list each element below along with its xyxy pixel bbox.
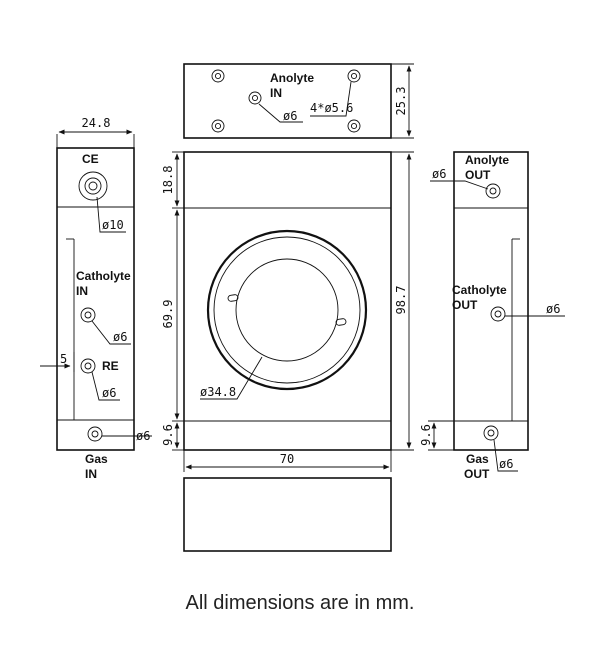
gas-in-port bbox=[87, 426, 103, 442]
catholyte-in-label-2: IN bbox=[76, 284, 88, 298]
bolt-hole-top-left bbox=[211, 69, 225, 83]
catholyte-out-label-1: Catholyte bbox=[452, 283, 507, 297]
ce-leader bbox=[96, 196, 126, 233]
bolt-hole-top-right bbox=[347, 69, 361, 83]
anolyte-in-port bbox=[248, 91, 262, 105]
offset-dim: 5 bbox=[60, 352, 67, 366]
bolt-leader bbox=[310, 81, 352, 117]
re-port bbox=[80, 358, 96, 374]
bottom-view-body bbox=[183, 477, 392, 552]
anolyte-out-port bbox=[485, 183, 501, 199]
catholyte-in-callout: ø6 bbox=[113, 330, 127, 344]
anolyte-out-label-1: Anolyte bbox=[465, 153, 509, 167]
anolyte-out-leader bbox=[430, 180, 489, 190]
gas-out-leader bbox=[493, 439, 518, 472]
gas-in-label-2: IN bbox=[85, 467, 97, 481]
front-view: ø34.8 18.8 69.9 9.6 98.7 70 bbox=[161, 151, 414, 472]
anolyte-in-label-2: IN bbox=[270, 86, 282, 100]
window-leader bbox=[200, 356, 263, 400]
top-view: Anolyte IN ø6 4*ø5.6 25.3 bbox=[183, 63, 414, 139]
bolt-hole-bottom-left bbox=[211, 119, 225, 133]
anolyte-in-label-1: Anolyte bbox=[270, 71, 314, 85]
right-view: Anolyte OUT ø6 Catholyte OUT ø6 9.6 ø6 G… bbox=[419, 151, 565, 481]
left-view-body bbox=[56, 147, 135, 451]
caption: All dimensions are in mm. bbox=[185, 592, 415, 614]
gas-out-label-1: Gas bbox=[466, 452, 489, 466]
top-band-dim: 18.8 bbox=[161, 166, 175, 195]
re-callout: ø6 bbox=[102, 386, 116, 400]
gas-in-label-1: Gas bbox=[85, 452, 108, 466]
bolt-callout: 4*ø5.6 bbox=[310, 101, 353, 115]
left-view-width-dim: 24.8 bbox=[82, 116, 111, 130]
right-view-body bbox=[453, 151, 529, 451]
anolyte-out-label-2: OUT bbox=[465, 168, 491, 182]
re-label: RE bbox=[102, 359, 119, 373]
window-callout: ø34.8 bbox=[200, 385, 236, 399]
top-view-height-dim: 25.3 bbox=[394, 87, 408, 116]
middle-dim: 69.9 bbox=[161, 300, 175, 329]
top-view-body bbox=[183, 63, 392, 139]
catholyte-in-leader bbox=[91, 320, 131, 345]
anolyte-in-leader bbox=[258, 103, 303, 123]
front-width-dim: 70 bbox=[280, 452, 294, 466]
technical-drawing: Anolyte IN ø6 4*ø5.6 25.3 24.8 CE ø10 Ca… bbox=[40, 63, 565, 552]
ce-label: CE bbox=[82, 152, 99, 166]
gas-in-callout: ø6 bbox=[136, 429, 150, 443]
ce-port bbox=[78, 171, 108, 201]
catholyte-out-port bbox=[490, 306, 506, 322]
catholyte-out-callout: ø6 bbox=[546, 302, 560, 316]
window-ring bbox=[206, 229, 368, 391]
anolyte-in-callout: ø6 bbox=[283, 109, 297, 123]
catholyte-in-port bbox=[80, 307, 96, 323]
front-view-body bbox=[183, 151, 392, 451]
total-height-dim: 98.7 bbox=[394, 286, 408, 315]
gas-out-label-2: OUT bbox=[464, 467, 490, 481]
bolt-hole-bottom-right bbox=[347, 119, 361, 133]
catholyte-in-label-1: Catholyte bbox=[76, 269, 131, 283]
catholyte-out-label-2: OUT bbox=[452, 298, 478, 312]
right-bottom-band-dim: 9.6 bbox=[419, 424, 433, 446]
ce-callout: ø10 bbox=[102, 218, 124, 232]
left-view: 24.8 CE ø10 Catholyte IN ø6 5 RE ø6 bbox=[40, 116, 152, 481]
bottom-band-dim: 9.6 bbox=[161, 424, 175, 446]
re-leader bbox=[91, 371, 120, 401]
anolyte-out-callout: ø6 bbox=[432, 167, 446, 181]
gas-out-port bbox=[483, 425, 499, 441]
gas-out-callout: ø6 bbox=[499, 457, 513, 471]
